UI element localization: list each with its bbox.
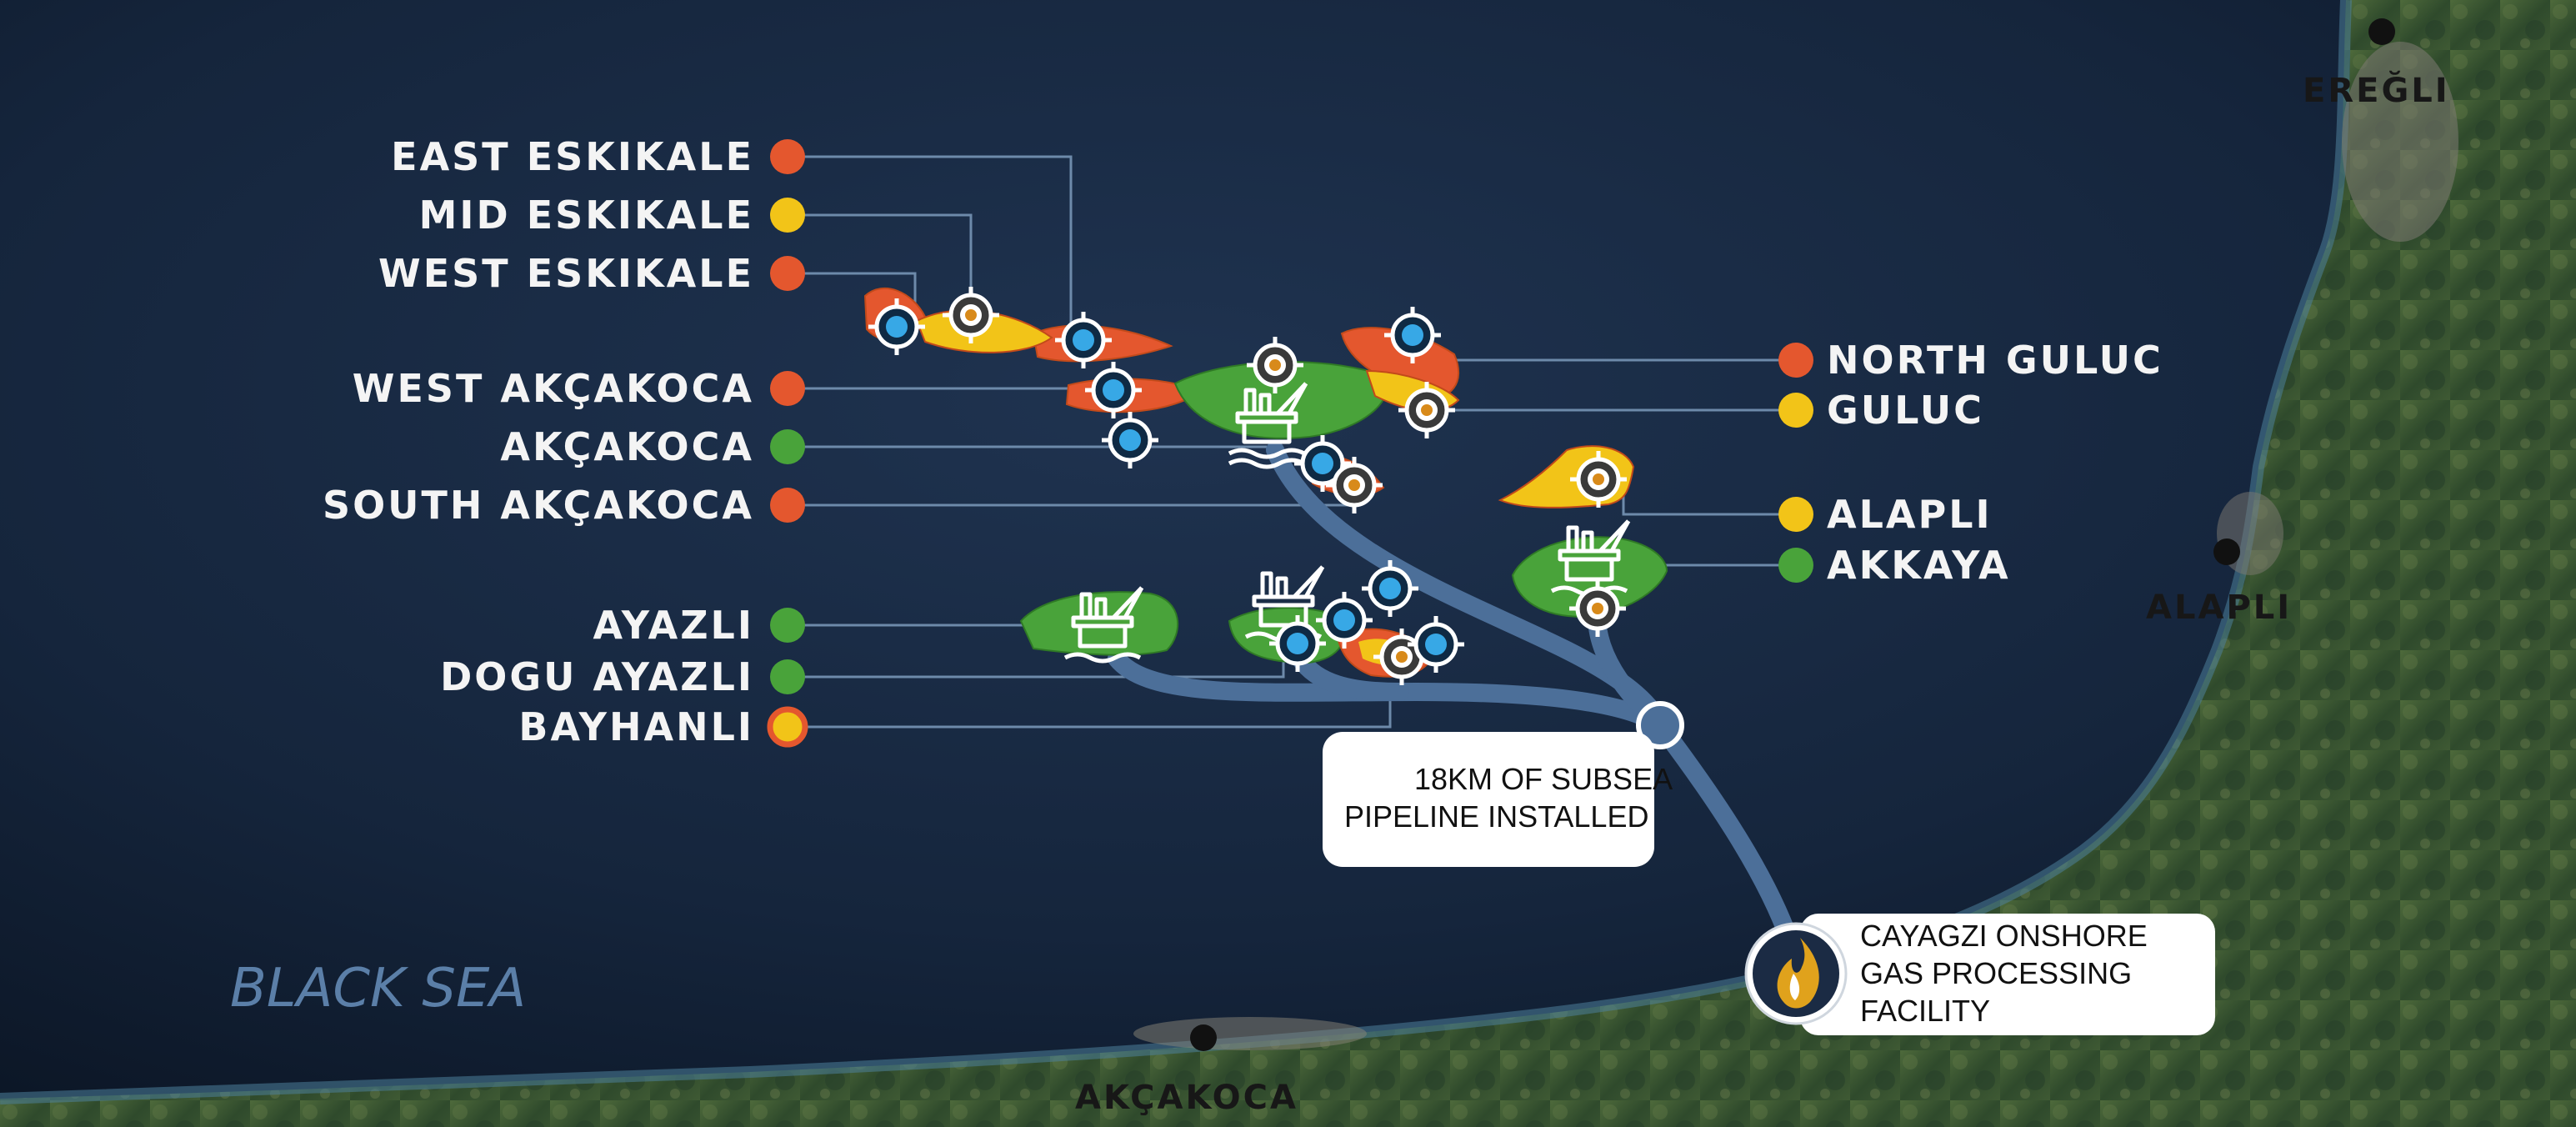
well-target-icon (1316, 592, 1373, 649)
town-dot-icon (2368, 18, 2395, 45)
ayazli-field (1019, 591, 1178, 656)
well-target-icon (1085, 362, 1142, 418)
west-akcakoca-status-dot (770, 371, 805, 406)
well-target-icon (1373, 629, 1430, 685)
well-target-icon (1408, 616, 1464, 673)
well-target-icon (1269, 615, 1326, 672)
well-target-icon (1247, 337, 1303, 393)
east-eskikale-status-dot (770, 139, 805, 174)
facility-callout-line-2: GAS PROCESSING (1860, 956, 2132, 990)
gas-flame-icon (1777, 938, 1819, 1009)
sea-label: BLACK SEA (230, 958, 526, 1019)
well-target-icon (1384, 307, 1441, 363)
akcakoca-town-area (1133, 1017, 1367, 1050)
west-akcakoca-label: WEST AKÇAKOCA (353, 366, 754, 411)
mid-eskikale-label: MID ESKIKALE (419, 193, 754, 238)
town-dot-icon (2213, 538, 2240, 565)
bayhanli-status-dot (767, 706, 808, 748)
town-label-eregli: EREĞLI (2303, 70, 2450, 110)
town-dot-icon (1190, 1024, 1217, 1051)
facility-callout-line-3: FACILITY (1860, 994, 1990, 1028)
well-target-icon (1294, 435, 1351, 492)
well-target-icon (1569, 580, 1626, 637)
south-akcakoca-status-dot (770, 488, 805, 523)
town-label-alapli: ALAPLI (2146, 589, 2292, 627)
akkaya-status-dot (1778, 548, 1813, 583)
well-targets (868, 287, 1627, 685)
well-target-icon (943, 287, 999, 343)
guluc-status-dot (1778, 393, 1813, 428)
guluc-label: GULUC (1827, 388, 1984, 433)
pipeline-callout-line-1: 18KM OF SUBSEA (1414, 762, 1673, 796)
pipeline-callout-line-2: PIPELINE INSTALLED (1344, 799, 1648, 834)
town-label-akcakoca: AKÇAKOCA (1075, 1079, 1298, 1117)
ayazli-label: AYAZLI (593, 603, 755, 648)
field-labels: EAST ESKIKALE MID ESKIKALE WEST ESKIKALE WE… (323, 134, 2163, 749)
dogu-ayazli-status-dot (770, 659, 805, 694)
north-guluc-label: NORTH GULUC (1827, 338, 2163, 383)
ayazli-status-dot (770, 608, 805, 643)
pipeline-callout: 18KM OF SUBSEA PIPELINE INSTALLED (1323, 732, 1673, 867)
offshore-platform-icon (1228, 382, 1308, 469)
well-target-icon (1326, 457, 1383, 513)
alapli-field-status-dot (1778, 497, 1813, 532)
well-target-icon (1398, 382, 1455, 438)
facility-callout: CAYAGZI ONSHORE GAS PROCESSING FACILITY (1744, 914, 2215, 1035)
well-target-icon (1102, 412, 1158, 468)
eregli-town-area (2342, 42, 2458, 242)
pipeline-junction-node (1636, 701, 1684, 749)
mid-eskikale-status-dot (770, 198, 805, 233)
well-target-icon (1362, 560, 1418, 617)
north-guluc-status-dot (1778, 343, 1813, 378)
offshore-platform-icon (1550, 519, 1631, 597)
bayhanli-label: BAYHANLI (518, 704, 754, 749)
west-eskikale-status-dot (770, 256, 805, 291)
alapli-field-label: ALAPLI (1827, 492, 1993, 537)
well-target-icon (868, 298, 925, 355)
leader-lines (800, 155, 1794, 729)
akkaya-label: AKKAYA (1827, 543, 2011, 588)
dogu-ayazli-label: DOGU AYAZLI (440, 654, 754, 699)
south-akcakoca-label: SOUTH AKÇAKOCA (323, 483, 754, 528)
east-eskikale-label: EAST ESKIKALE (391, 134, 754, 179)
well-target-icon (1570, 451, 1627, 508)
towns: EREĞLI ALAPLI AKÇAKOCA (1075, 18, 2450, 1117)
offshore-platform-icon (1063, 586, 1144, 664)
akcakoca-status-dot (770, 429, 805, 464)
well-target-icon (1055, 312, 1112, 368)
west-eskikale-label: WEST ESKIKALE (378, 251, 754, 296)
akcakoca-label: AKÇAKOCA (500, 424, 754, 469)
facility-callout-line-1: CAYAGZI ONSHORE (1860, 919, 2148, 953)
